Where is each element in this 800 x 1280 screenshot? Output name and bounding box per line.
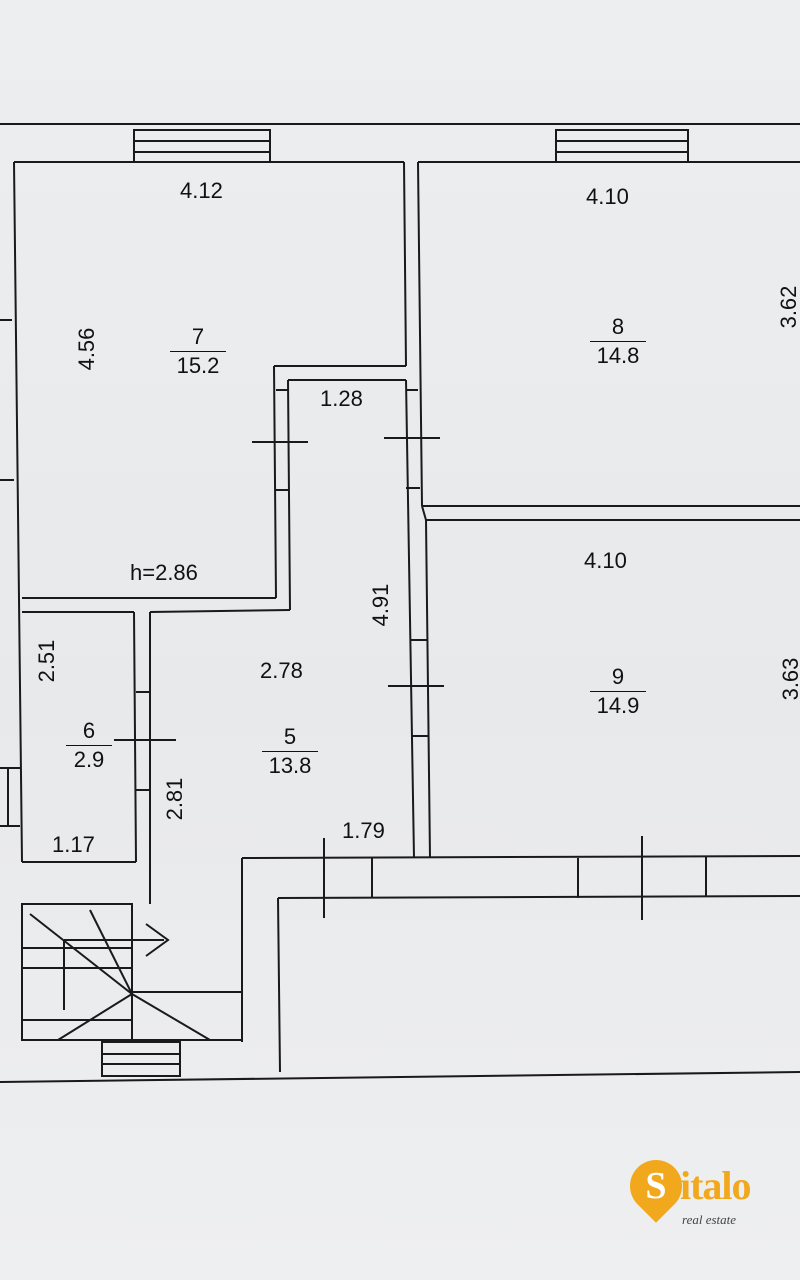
- dim-room7-length: 4.56: [74, 327, 99, 371]
- room-area: 2.9: [73, 747, 105, 772]
- dim-room8-width: 4.10: [586, 184, 629, 209]
- dim-room9-width: 4.10: [584, 548, 627, 573]
- logo-tagline: real estate: [682, 1212, 737, 1227]
- room-area: 14.8: [596, 343, 640, 368]
- room-9-label: 9 14.9: [590, 666, 646, 717]
- bottom-wall-band: [0, 836, 800, 1083]
- room-area: 15.2: [176, 353, 220, 378]
- room-5-label: 5 13.8: [262, 726, 318, 777]
- room-number: 8: [590, 316, 646, 342]
- dim-room7-width: 4.12: [180, 178, 223, 203]
- ceiling-height: h=2.86: [130, 560, 198, 585]
- room-number: 6: [66, 720, 112, 746]
- room-area: 14.9: [596, 693, 640, 718]
- window-room8: [555, 129, 689, 163]
- room-7-label: 7 15.2: [170, 326, 226, 377]
- dim-corridor-length: 4.91: [368, 583, 393, 627]
- room-number: 5: [262, 726, 318, 752]
- corridor-walls: [384, 161, 800, 859]
- dim-room8-length: 3.62: [776, 285, 800, 329]
- room-8-label: 8 14.8: [590, 316, 646, 367]
- logo-name: italo: [680, 1163, 752, 1208]
- dim-corridor-top: 1.28: [320, 386, 363, 411]
- window-room7: [133, 129, 271, 163]
- outer-wall-left: [0, 161, 23, 863]
- dim-hall-bottom: 1.79: [342, 818, 385, 843]
- staircase: [21, 903, 242, 1041]
- room-number: 9: [590, 666, 646, 692]
- room-6-label: 6 2.9: [66, 720, 112, 771]
- dim-room6-length: 2.51: [34, 639, 59, 683]
- dim-room9-length: 3.63: [778, 657, 800, 701]
- sitalo-logo: S italo real estate: [619, 1149, 766, 1236]
- room-6-walls: [22, 611, 176, 904]
- dim-hall-side: 2.81: [162, 777, 187, 821]
- dim-room6-width: 1.17: [52, 832, 95, 857]
- window-bottom: [101, 1041, 181, 1077]
- room-7-walls: [22, 161, 407, 613]
- room-area: 13.8: [268, 753, 312, 778]
- room-number: 7: [170, 326, 226, 352]
- dim-hall-width: 2.78: [260, 658, 303, 683]
